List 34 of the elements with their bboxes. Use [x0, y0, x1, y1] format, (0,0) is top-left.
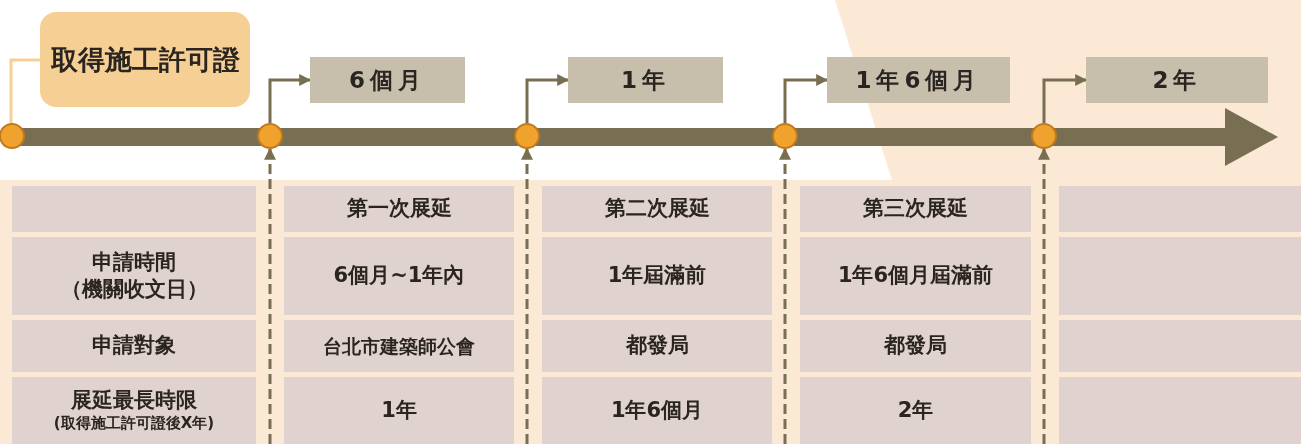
arrow — [1038, 147, 1050, 444]
period-box: 6個月 — [310, 57, 465, 103]
table-cell: 都發局 — [542, 320, 772, 372]
arrow — [1042, 74, 1088, 123]
arrow — [783, 74, 829, 123]
table-cell: 1年6個月 — [542, 377, 772, 444]
table-cell: 1年 — [284, 377, 514, 444]
milestone-dot — [772, 123, 798, 149]
arrow — [525, 74, 570, 123]
table-cell: 2年 — [800, 377, 1031, 444]
table-cell: 都發局 — [800, 320, 1031, 372]
table-cell: 1年屆滿前 — [542, 237, 772, 315]
arrow — [268, 74, 312, 123]
leader-line — [9, 58, 40, 123]
milestone-dot — [0, 123, 25, 149]
table-cell: 第二次展延 — [542, 186, 772, 232]
table-cell: 6個月~1年內 — [284, 237, 514, 315]
arrow — [264, 147, 276, 444]
table-cell: 申請時間（機關收文日） — [12, 237, 256, 315]
arrow — [779, 147, 791, 444]
period-box: 2年 — [1086, 57, 1268, 103]
table-cell: 申請對象 — [12, 320, 256, 372]
row-heading: 展延最長時限 — [71, 387, 197, 415]
table-cell: 第一次展延 — [284, 186, 514, 232]
milestone-callout: 取得施工許可證 — [40, 12, 250, 107]
milestone-dot — [257, 123, 283, 149]
arrow — [521, 147, 533, 444]
period-box: 1年6個月 — [827, 57, 1010, 103]
table-cell: 第三次展延 — [800, 186, 1031, 232]
table-cell: 台北市建築師公會 — [284, 320, 514, 372]
milestone-dot — [514, 123, 540, 149]
period-box: 1年 — [568, 57, 723, 103]
table-cell: 1年6個月屆滿前 — [800, 237, 1031, 315]
row-note: (取得施工許可證後X年) — [53, 414, 215, 434]
